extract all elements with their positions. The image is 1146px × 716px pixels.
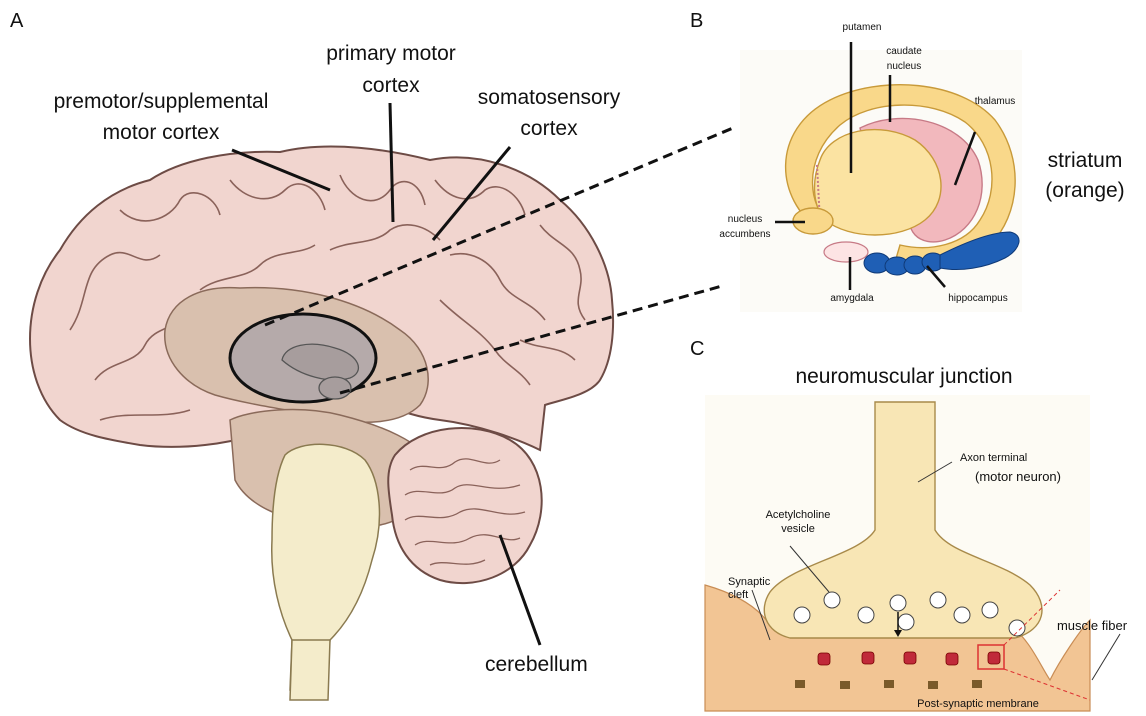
putamen-label: putamen bbox=[843, 22, 882, 33]
accumbens-label-line2: accumbens bbox=[719, 229, 770, 240]
panel-label-c: C bbox=[690, 338, 704, 360]
vesicle-label-line2: vesicle bbox=[781, 523, 815, 535]
panel-label-a: A bbox=[10, 10, 24, 32]
cerebellum-shape bbox=[388, 428, 541, 583]
axon-label-line2: (motor neuron) bbox=[975, 469, 1061, 484]
spinal-cord bbox=[290, 640, 330, 700]
premotor-label-line1: premotor/supplemental bbox=[54, 90, 269, 113]
cleft-label-line1: Synaptic bbox=[728, 576, 771, 588]
caudate-label-line1: caudate bbox=[886, 46, 922, 57]
caudate-label-line2: nucleus bbox=[887, 61, 921, 72]
striatum-diagram bbox=[740, 42, 1022, 312]
amygdala-shape bbox=[824, 242, 868, 262]
somatosensory-label-line1: somatosensory bbox=[478, 86, 621, 109]
cerebellum-label: cerebellum bbox=[485, 653, 588, 676]
striatum-label-line1: striatum bbox=[1048, 149, 1123, 172]
accumbens-label-line1: nucleus bbox=[728, 214, 762, 225]
postsynaptic-membrane-label: Post-synaptic membrane bbox=[917, 698, 1039, 710]
vesicle-label-line1: Acetylcholine bbox=[766, 509, 831, 521]
accumbens-outline-inside bbox=[319, 377, 351, 399]
muscle-leader bbox=[1092, 634, 1120, 680]
nmj-diagram bbox=[705, 395, 1120, 711]
brain-sagittal-diagram bbox=[30, 147, 613, 700]
striatum-label-line2: (orange) bbox=[1045, 179, 1124, 202]
amygdala-label: amygdala bbox=[830, 293, 874, 304]
primary-motor-label-line2: cortex bbox=[362, 74, 420, 97]
primary-motor-label-line1: primary motor bbox=[326, 42, 456, 65]
panel-label-b: B bbox=[690, 10, 703, 32]
muscle-fiber-label: muscle fiber bbox=[1057, 618, 1128, 633]
hippocampus-label: hippocampus bbox=[948, 293, 1007, 304]
thalamus-label: thalamus bbox=[975, 96, 1016, 107]
somatosensory-label-line2: cortex bbox=[520, 117, 578, 140]
axon-label-line1: Axon terminal bbox=[960, 452, 1027, 464]
nmj-title: neuromuscular junction bbox=[795, 365, 1012, 388]
premotor-label-line2: motor cortex bbox=[103, 121, 220, 144]
cleft-label-line2: cleft bbox=[728, 589, 748, 601]
